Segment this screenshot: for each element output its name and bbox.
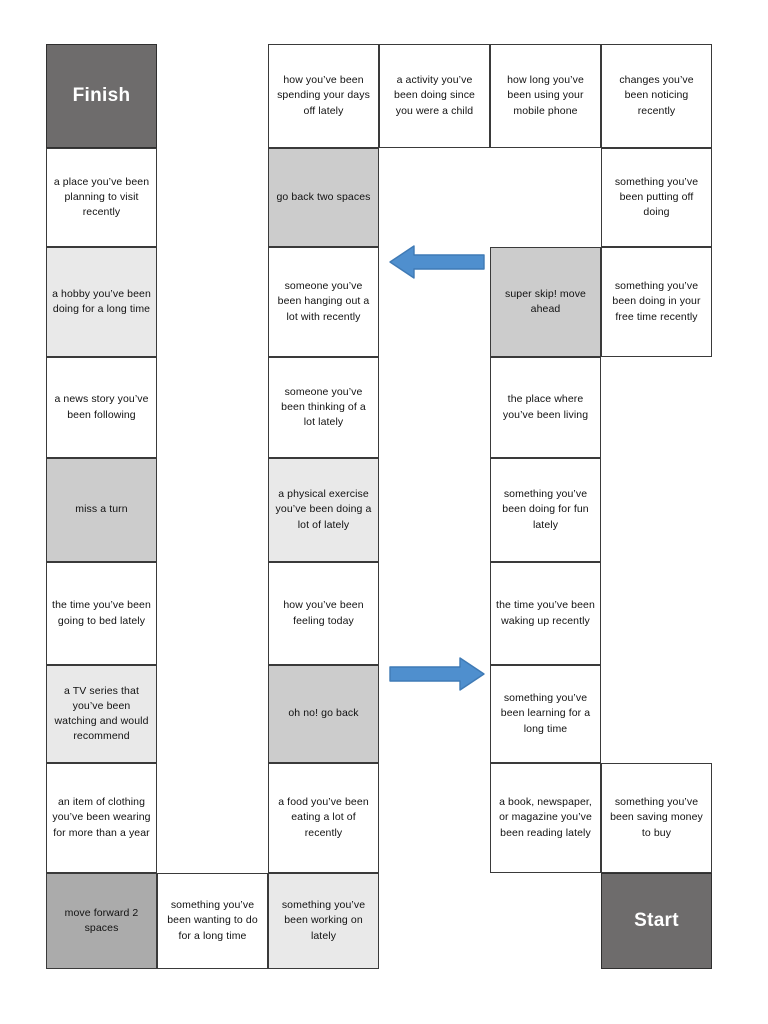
board-cell-physical-exercise[interactable]: a physical exercise you’ve been doing a …	[268, 458, 379, 562]
board-cell-label: a news story you’ve been following	[54, 393, 149, 421]
board-cell-bed-time[interactable]: the time you’ve been going to bed lately	[46, 562, 157, 665]
board-cell-finish[interactable]: Finish	[46, 44, 157, 148]
board-cell-label: go back two spaces	[276, 190, 371, 203]
board-cell-label: something you’ve been putting off doing	[614, 175, 699, 219]
board-cell-reading-material[interactable]: a book, newspaper, or magazine you’ve be…	[490, 763, 601, 873]
board-cell-label: super skip! move ahead	[505, 287, 586, 315]
board-cell-label: a TV series that you’ve been watching an…	[54, 684, 149, 743]
board-cell-mobile-phone[interactable]: how long you’ve been using your mobile p…	[490, 44, 601, 148]
board-cell-label: a physical exercise you’ve been doing a …	[275, 488, 372, 531]
board-cell-label: a book, newspaper, or magazine you’ve be…	[499, 796, 592, 839]
board-cell-working-on-lately[interactable]: something you’ve been working on lately	[268, 873, 379, 969]
board-cell-food-eating[interactable]: a food you’ve been eating a lot of recen…	[268, 763, 379, 873]
board-cell-putting-off[interactable]: something you’ve been putting off doing	[601, 148, 712, 247]
board-cell-waking-up-time[interactable]: the time you’ve been waking up recently	[490, 562, 601, 665]
board-cell-days-off[interactable]: how you’ve been spending your days off l…	[268, 44, 379, 148]
board-cell-label: move forward 2 spaces	[64, 906, 139, 934]
board-cell-label: a place you’ve been planning to visit re…	[53, 175, 150, 219]
board-cell-label: changes you’ve been noticing recently	[619, 74, 694, 117]
board-cell-label: an item of clothing you’ve been wearing …	[52, 796, 151, 839]
board-cell-label: something you’ve been learning for a lon…	[500, 692, 591, 735]
go-back-arrow-icon	[388, 243, 486, 281]
move-ahead-arrow-icon	[388, 655, 486, 693]
board-cell-oh-no-go-back[interactable]: oh no! go back	[268, 665, 379, 763]
board-cell-label: the place where you’ve been living	[502, 393, 589, 421]
board-cell-label: someone you’ve been hanging out a lot wi…	[277, 280, 370, 323]
board-cell-label: something you’ve been saving money to bu…	[610, 796, 703, 839]
board-cell-free-time[interactable]: something you’ve been doing in your free…	[601, 247, 712, 357]
board-cell-label: the time you’ve been going to bed lately	[52, 599, 151, 627]
board-cell-doing-for-fun[interactable]: something you’ve been doing for fun late…	[490, 458, 601, 562]
board-cell-label: something you’ve been wanting to do for …	[167, 899, 258, 942]
board-cell-label: how you’ve been feeling today	[283, 599, 364, 627]
board-cell-label: a food you’ve been eating a lot of recen…	[278, 796, 369, 839]
board-cell-label: the time you’ve been waking up recently	[496, 599, 595, 627]
board-cell-place-living[interactable]: the place where you’ve been living	[490, 357, 601, 458]
board-cell-thinking-of[interactable]: someone you’ve been thinking of a lot la…	[268, 357, 379, 458]
board-cell-start[interactable]: Start	[601, 873, 712, 969]
board-cell-super-skip[interactable]: super skip! move ahead	[490, 247, 601, 357]
board-cell-label: Start	[634, 910, 679, 932]
board-cell-label: how long you’ve been using your mobile p…	[507, 74, 584, 117]
board-cell-label: a hobby you’ve been doing for a long tim…	[52, 287, 151, 315]
board-cell-go-back-two-spaces[interactable]: go back two spaces	[268, 148, 379, 247]
board-cell-label: a activity you’ve been doing since you w…	[394, 74, 475, 117]
board-cell-label: miss a turn	[75, 503, 128, 516]
board-cell-hanging-out-with[interactable]: someone you’ve been hanging out a lot wi…	[268, 247, 379, 357]
board-cell-tv-series[interactable]: a TV series that you’ve been watching an…	[46, 665, 157, 763]
board-cell-place-planning-visit[interactable]: a place you’ve been planning to visit re…	[46, 148, 157, 247]
board-cell-label: oh no! go back	[288, 707, 359, 720]
board-cell-saving-money[interactable]: something you’ve been saving money to bu…	[601, 763, 712, 873]
board-cell-learning-long-time[interactable]: something you’ve been learning for a lon…	[490, 665, 601, 763]
board-cell-feeling-today[interactable]: how you’ve been feeling today	[268, 562, 379, 665]
board-cell-hobby-long-time[interactable]: a hobby you’ve been doing for a long tim…	[46, 247, 157, 357]
board-cell-label: someone you’ve been thinking of a lot la…	[281, 385, 366, 429]
board-cell-label: how you’ve been spending your days off l…	[277, 74, 370, 117]
board-cell-move-forward-2[interactable]: move forward 2 spaces	[46, 873, 157, 969]
board-cell-news-story[interactable]: a news story you’ve been following	[46, 357, 157, 458]
board-cell-label: Finish	[72, 85, 131, 107]
board-cell-clothing-item[interactable]: an item of clothing you’ve been wearing …	[46, 763, 157, 873]
board-cell-label: something you’ve been doing for fun late…	[502, 488, 589, 531]
board-cell-miss-a-turn[interactable]: miss a turn	[46, 458, 157, 562]
board-cell-wanting-to-do[interactable]: something you’ve been wanting to do for …	[157, 873, 268, 969]
board-cell-activity-since-child[interactable]: a activity you’ve been doing since you w…	[379, 44, 490, 148]
board-cell-changes-noticing[interactable]: changes you’ve been noticing recently	[601, 44, 712, 148]
board-cell-label: something you’ve been working on lately	[281, 899, 366, 942]
board-cell-label: something you’ve been doing in your free…	[612, 280, 701, 323]
